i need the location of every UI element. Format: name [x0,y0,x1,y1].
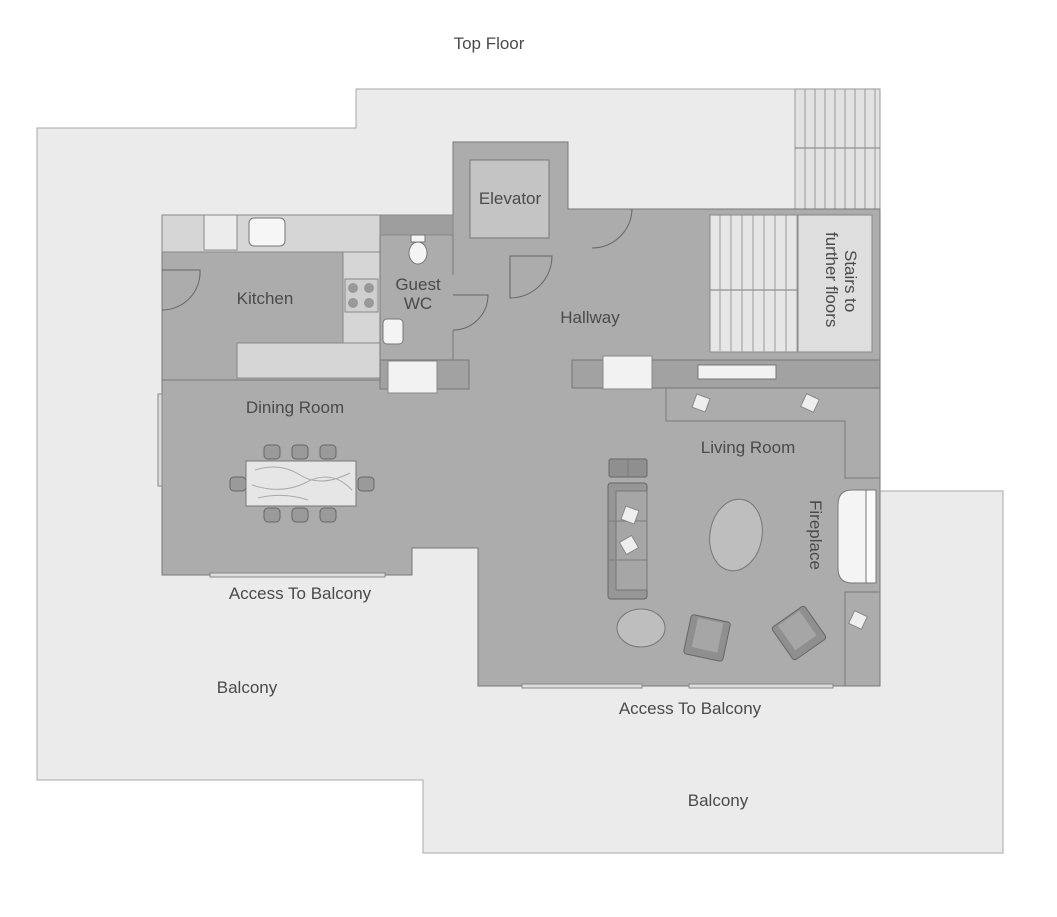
dining-chair [263,507,281,523]
hall-door-icon [591,208,633,249]
wc-sink-icon [382,318,404,345]
cushion-icon [800,393,820,413]
elevator-label: Elevator [479,189,542,208]
kitchen-sink-icon [248,217,286,247]
stairs-label-2: further floors [822,232,841,327]
outer-stairs [794,88,881,210]
fireplace [837,489,877,584]
balcony-door-right[interactable] [521,683,834,689]
stairs-label-1: Stairs to [841,250,860,312]
access-balcony-left-label: Access To Balcony [229,584,372,603]
armchair [683,614,731,662]
rug [709,498,763,572]
stove-icon [344,278,379,313]
armchair [771,605,827,661]
living-room-label: Living Room [701,438,796,457]
balcony-bottom-label: Balcony [688,791,749,810]
dining-chair [229,476,247,492]
kitchen-label: Kitchen [237,289,294,308]
interior-floor [161,141,881,687]
dining-chair [357,476,375,492]
fireplace-label: Fireplace [806,500,825,570]
dining-chair [319,444,337,460]
dining-chair [319,507,337,523]
elevator: Elevator [469,159,550,239]
hallway-label: Hallway [560,308,620,327]
dining-chair [291,507,309,523]
dining-chair [263,444,281,460]
sofa [607,458,648,600]
dining-chair [291,444,309,460]
interior-stairs: Stairs to further floors [709,214,873,353]
sideboard [602,355,653,390]
dining-room-label: Dining Room [246,398,344,417]
guest-wc: Guest WC [379,214,489,394]
balcony-door-left[interactable] [209,572,386,578]
side-table [616,608,666,648]
guest-wc-label-1: Guest [395,275,441,294]
cushion-icon [691,393,711,413]
window [157,393,163,487]
access-balcony-right-label: Access To Balcony [619,699,762,718]
cushion-icon [848,610,868,630]
elevator-door-icon [509,255,553,299]
floor-title: Top Floor [454,34,525,53]
door-icon [161,269,201,311]
tv-icon [697,364,777,380]
kitchen: Kitchen [161,214,381,379]
toilet-icon [408,241,428,265]
dining-table [229,444,375,523]
balcony-left-label: Balcony [217,678,278,697]
guest-wc-label-2: WC [404,294,432,313]
